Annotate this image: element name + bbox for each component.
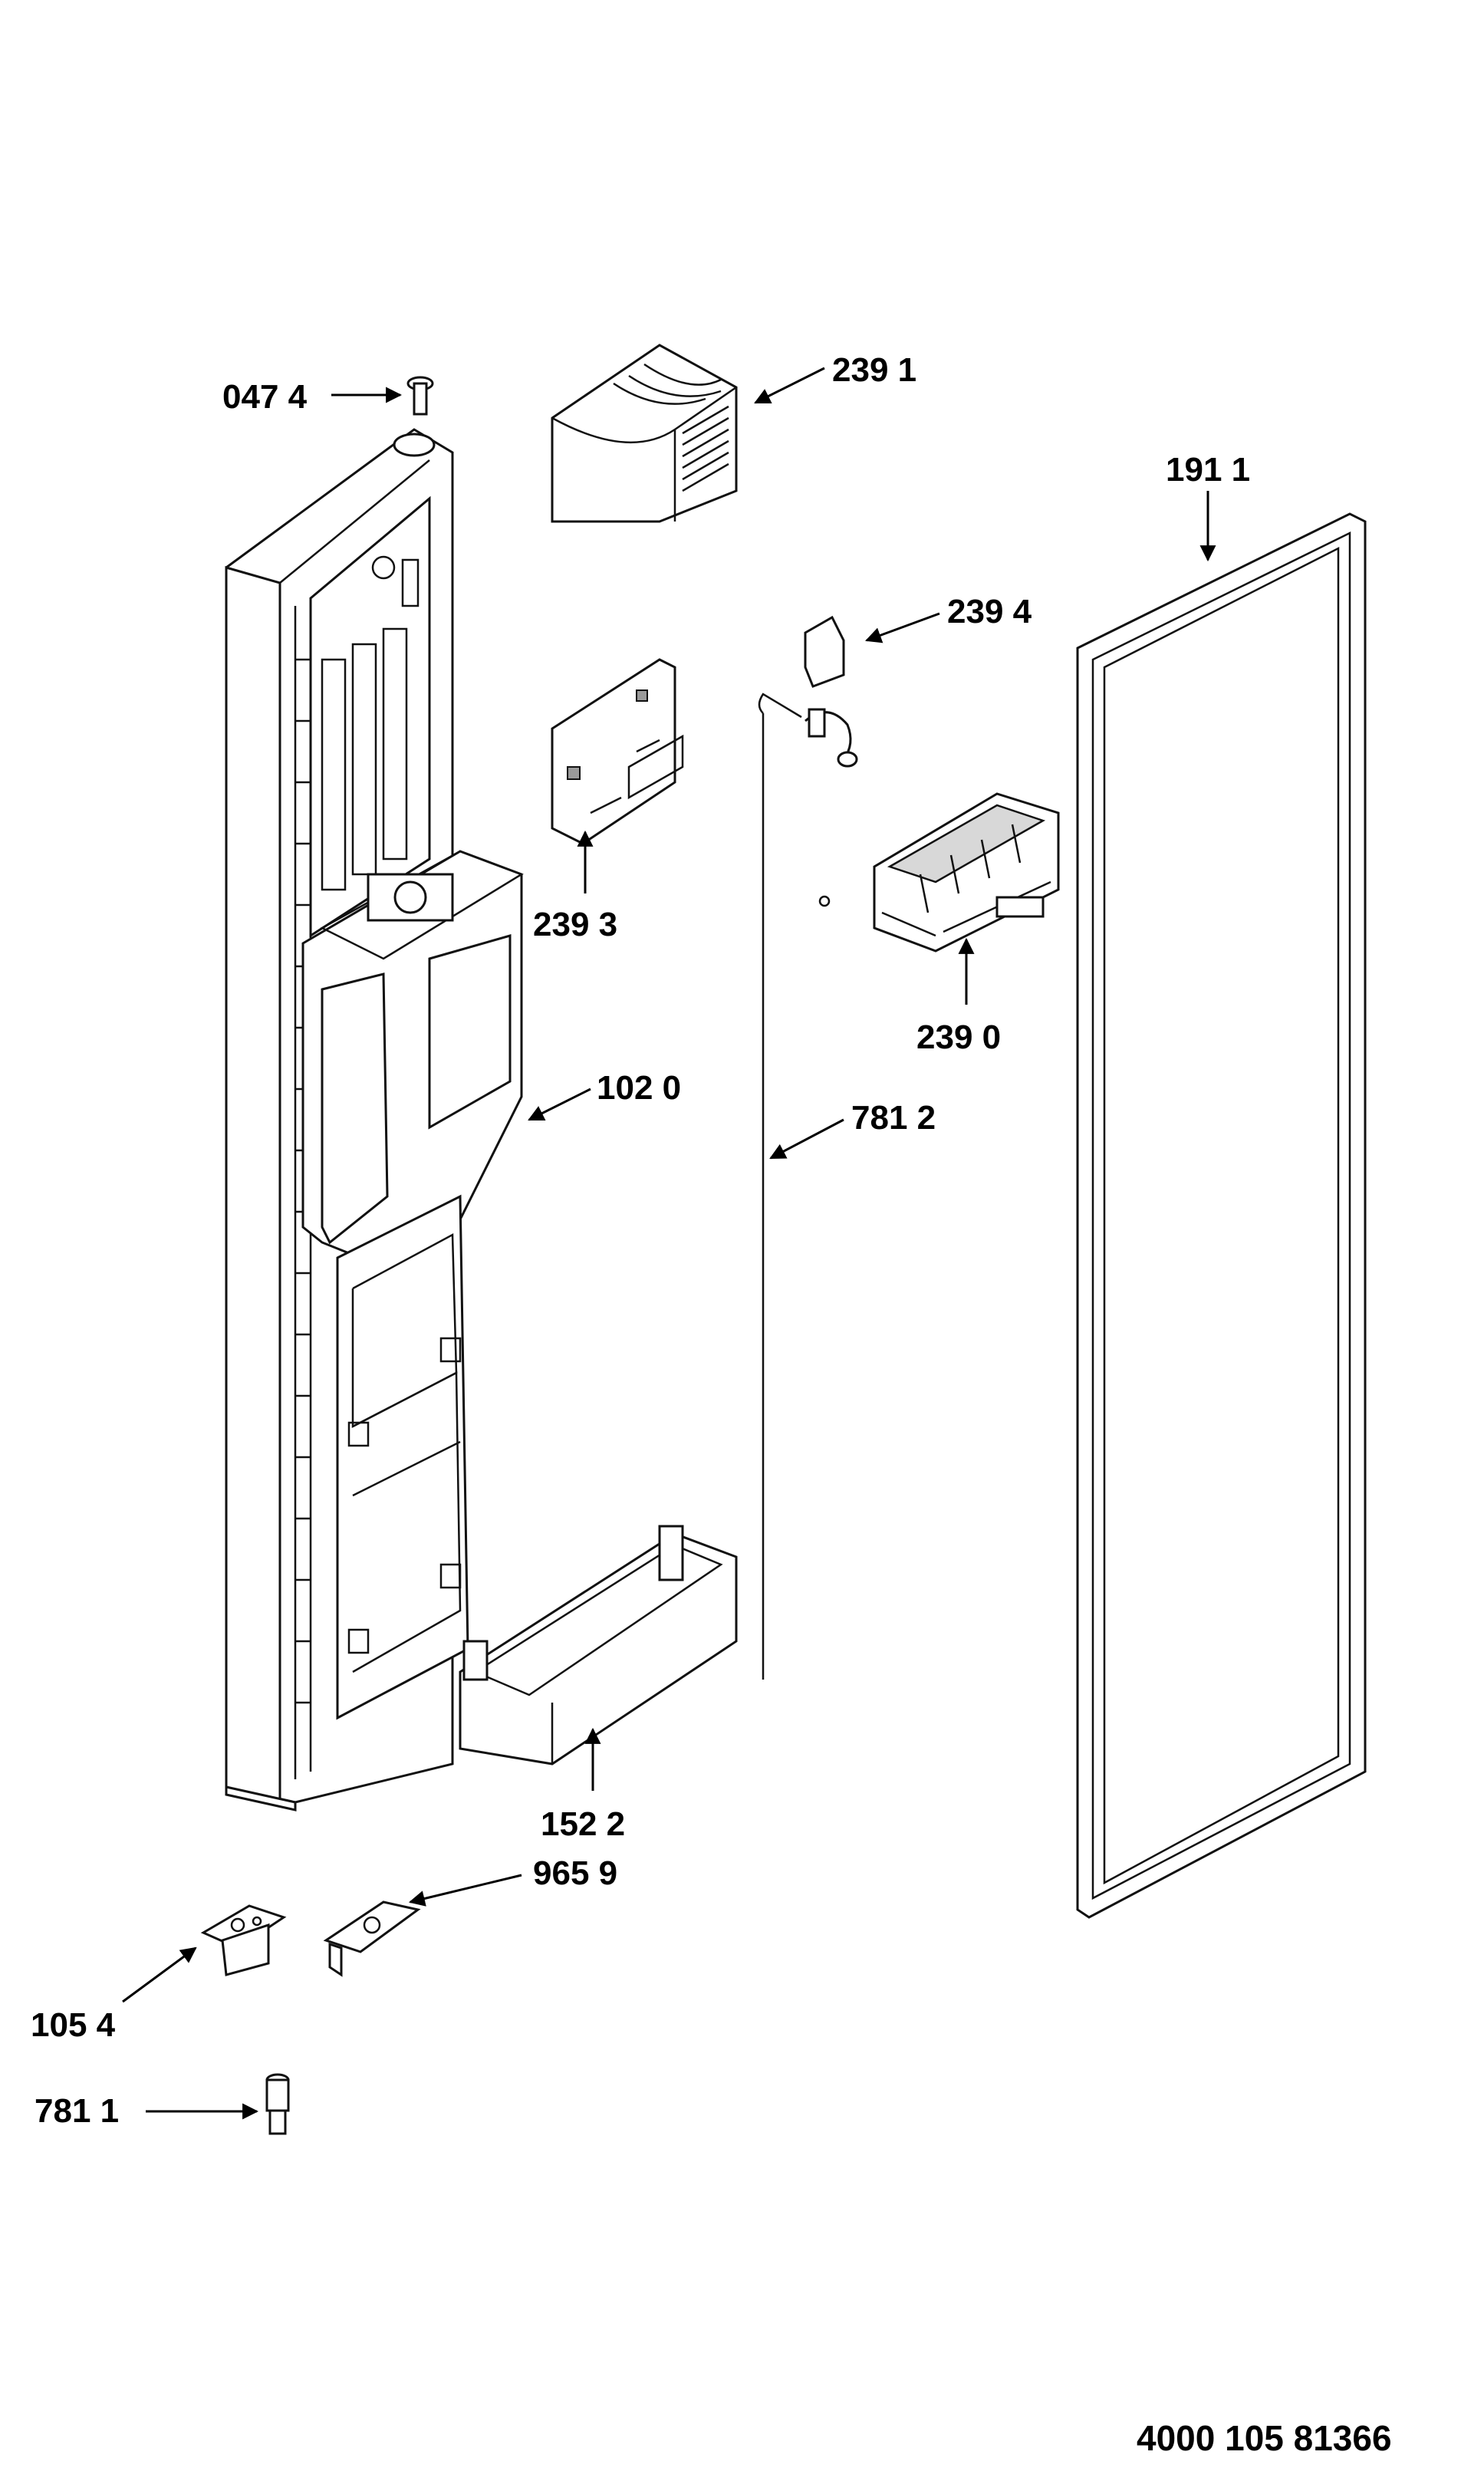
document-number: 4000 105 81366 <box>1137 2418 1392 2458</box>
part-2390-ice-tray <box>818 792 1060 953</box>
label-1911: 191 1 <box>1166 451 1250 489</box>
part-1522-door-bin <box>459 1525 738 1765</box>
part-2391-cover <box>551 344 738 523</box>
label-1054: 105 4 <box>31 2006 116 2044</box>
label-7811: 781 1 <box>35 2092 119 2130</box>
label-7812: 781 2 <box>851 1099 936 1137</box>
label-2391: 239 1 <box>832 351 916 389</box>
part-9659-bracket <box>323 1900 421 1977</box>
label-0474: 047 4 <box>222 378 308 416</box>
door-assembly <box>225 428 524 1811</box>
part-7811-pin <box>265 2073 290 2135</box>
label-9659: 965 9 <box>533 1854 617 1892</box>
dispenser-housing <box>301 850 524 1720</box>
part-2394-fitting <box>804 615 858 768</box>
part-7812-water-tube <box>758 693 802 1680</box>
label-2390: 239 0 <box>916 1018 1001 1056</box>
label-2393: 239 3 <box>533 906 617 943</box>
part-2393-control-board <box>551 658 684 845</box>
part-1911-gasket <box>1076 512 1367 1919</box>
label-2394: 239 4 <box>947 593 1032 630</box>
leader-lines <box>122 367 1216 2120</box>
label-1522: 152 2 <box>541 1805 625 1843</box>
part-1054-hinge <box>200 1904 287 1976</box>
part-0474-pin <box>406 376 434 416</box>
label-1020: 102 0 <box>597 1069 681 1107</box>
